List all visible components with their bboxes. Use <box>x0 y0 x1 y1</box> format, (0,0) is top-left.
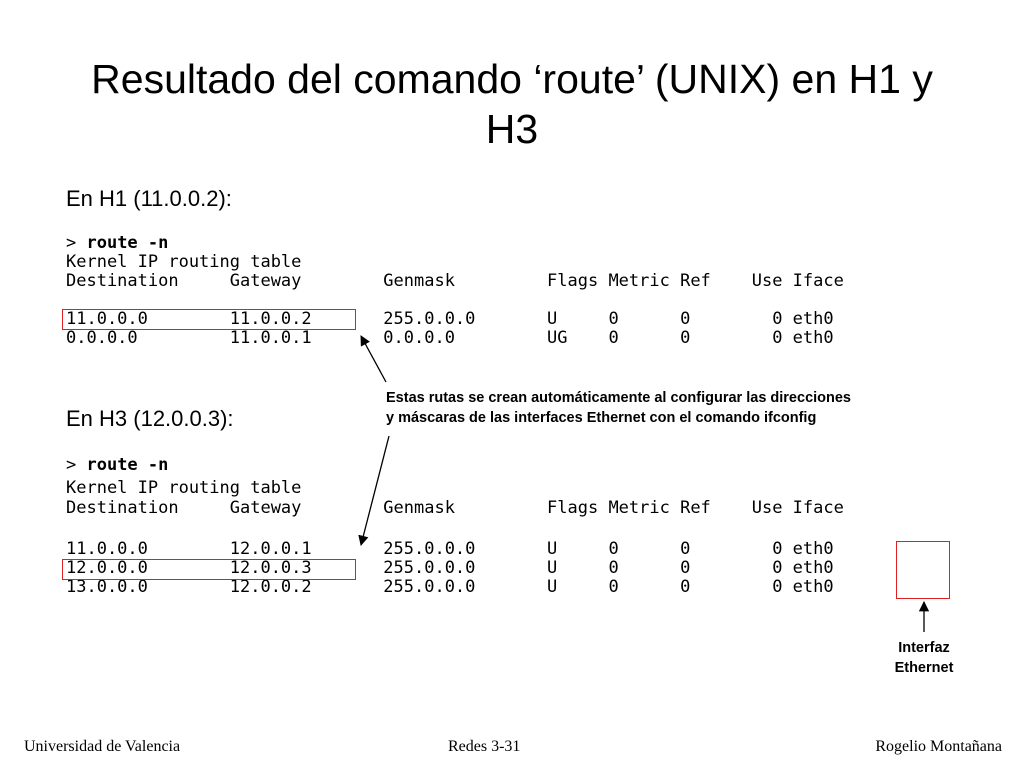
footer-page: Redes 3-31 <box>448 738 521 755</box>
footer-author: Rogelio Montañana <box>875 738 1002 755</box>
h1-table-line: Kernel IP routing table <box>66 252 302 272</box>
h3-route-table-head: Kernel IP routing table Destination Gate… <box>66 478 844 518</box>
h1-command: route -n <box>86 233 169 253</box>
h3-row-highlight <box>62 559 356 580</box>
arrow-to-h1-gateway <box>360 335 387 383</box>
auto-routes-note: Estas rutas se crean automáticamente al … <box>386 390 851 426</box>
h3-table-header: Destination Gateway Genmask Flags Metric… <box>66 498 844 518</box>
h1-table-header: Destination Gateway Genmask Flags Metric… <box>66 271 844 291</box>
h1-row-highlight <box>62 309 356 330</box>
h1-label: En H1 (11.0.0.2): <box>66 186 232 211</box>
footer-institution: Universidad de Valencia <box>24 738 181 755</box>
iface-highlight <box>896 541 950 599</box>
iface-note: Interfaz Ethernet <box>894 640 954 676</box>
h1-table-row: 11.0.0.0 11.0.0.2 255.0.0.0 U 0 0 0 eth0 <box>66 309 834 329</box>
h3-table-line: Kernel IP routing table <box>66 478 302 498</box>
h3-table-row: 11.0.0.0 12.0.0.1 255.0.0.0 U 0 0 0 eth0 <box>66 539 834 559</box>
h1-prompt: > <box>66 233 87 253</box>
h3-prompt: > <box>66 455 87 475</box>
h3-table-row: 13.0.0.0 12.0.0.2 255.0.0.0 U 0 0 0 eth0 <box>66 577 834 597</box>
h1-table-row: 0.0.0.0 11.0.0.1 0.0.0.0 UG 0 0 0 eth0 <box>66 328 834 348</box>
h1-command-line: > route -n <box>66 234 168 253</box>
h3-command-line: > route -n <box>66 456 168 475</box>
slide-title: Resultado del comando ‘route’ (UNIX) en … <box>91 56 933 152</box>
h1-route-table: Kernel IP routing table Destination Gate… <box>66 253 844 348</box>
arrow-to-h3-gateway <box>358 435 390 547</box>
h3-command: route -n <box>86 455 169 475</box>
h3-label: En H3 (12.0.0.3): <box>66 406 234 431</box>
h3-route-table-body: 11.0.0.0 12.0.0.1 255.0.0.0 U 0 0 0 eth0… <box>66 540 834 597</box>
h3-table-row: 12.0.0.0 12.0.0.3 255.0.0.0 U 0 0 0 eth0 <box>66 558 834 578</box>
